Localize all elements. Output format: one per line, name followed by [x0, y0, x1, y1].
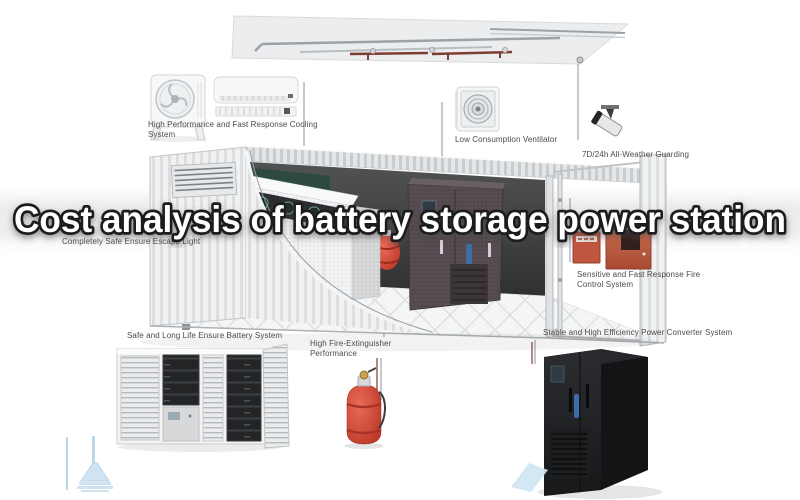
- label-fire-control-system: Sensitive and Fast Response Fire Control…: [577, 270, 701, 290]
- ac-outdoor-unit-icon: [150, 74, 206, 142]
- blue-shard-icon: [511, 463, 548, 492]
- container-cutaway: [140, 145, 667, 351]
- power-converter-cabinet-icon: [538, 349, 662, 499]
- battery-cabinet-icon: [116, 343, 290, 452]
- cctv-camera-icon: [591, 105, 623, 137]
- ac-indoor-unit-icon: [213, 76, 299, 117]
- ventilator-fan-icon: [455, 86, 500, 132]
- label-battery-system: Safe and Long Life Ensure Battery System: [127, 331, 283, 340]
- label-escape-light: Completely Safe Ensure Escape Light: [62, 237, 201, 246]
- label-fire-extinguisher: High Fire-Extinguisher Performance: [310, 339, 392, 359]
- ceiling-pipe-panel: [231, 15, 630, 65]
- label-power-converter: Stable and High Efficiency Power Convert…: [543, 328, 733, 337]
- fire-extinguisher-icon: [344, 367, 386, 449]
- headline-layer: Cost analysis of battery storage power s…: [11, 196, 789, 243]
- headline-title: Cost analysis of battery storage power s…: [14, 199, 786, 240]
- fire-alarm-panels-icon: [572, 219, 652, 270]
- container-right-frame: [545, 153, 667, 347]
- interior-converter-cabinet: [407, 178, 505, 311]
- label-all-weather-guarding: 7D/24h All-Weather Guarding: [582, 150, 690, 159]
- cutaway-front-wall: [244, 149, 433, 336]
- escape-light-sketch-icon: [66, 436, 113, 492]
- label-ventilator: Low Consumption Ventilator: [455, 135, 558, 144]
- label-cooling-system: High Performance and Fast Response Cooli…: [148, 120, 318, 140]
- container-left-wall: [149, 146, 247, 330]
